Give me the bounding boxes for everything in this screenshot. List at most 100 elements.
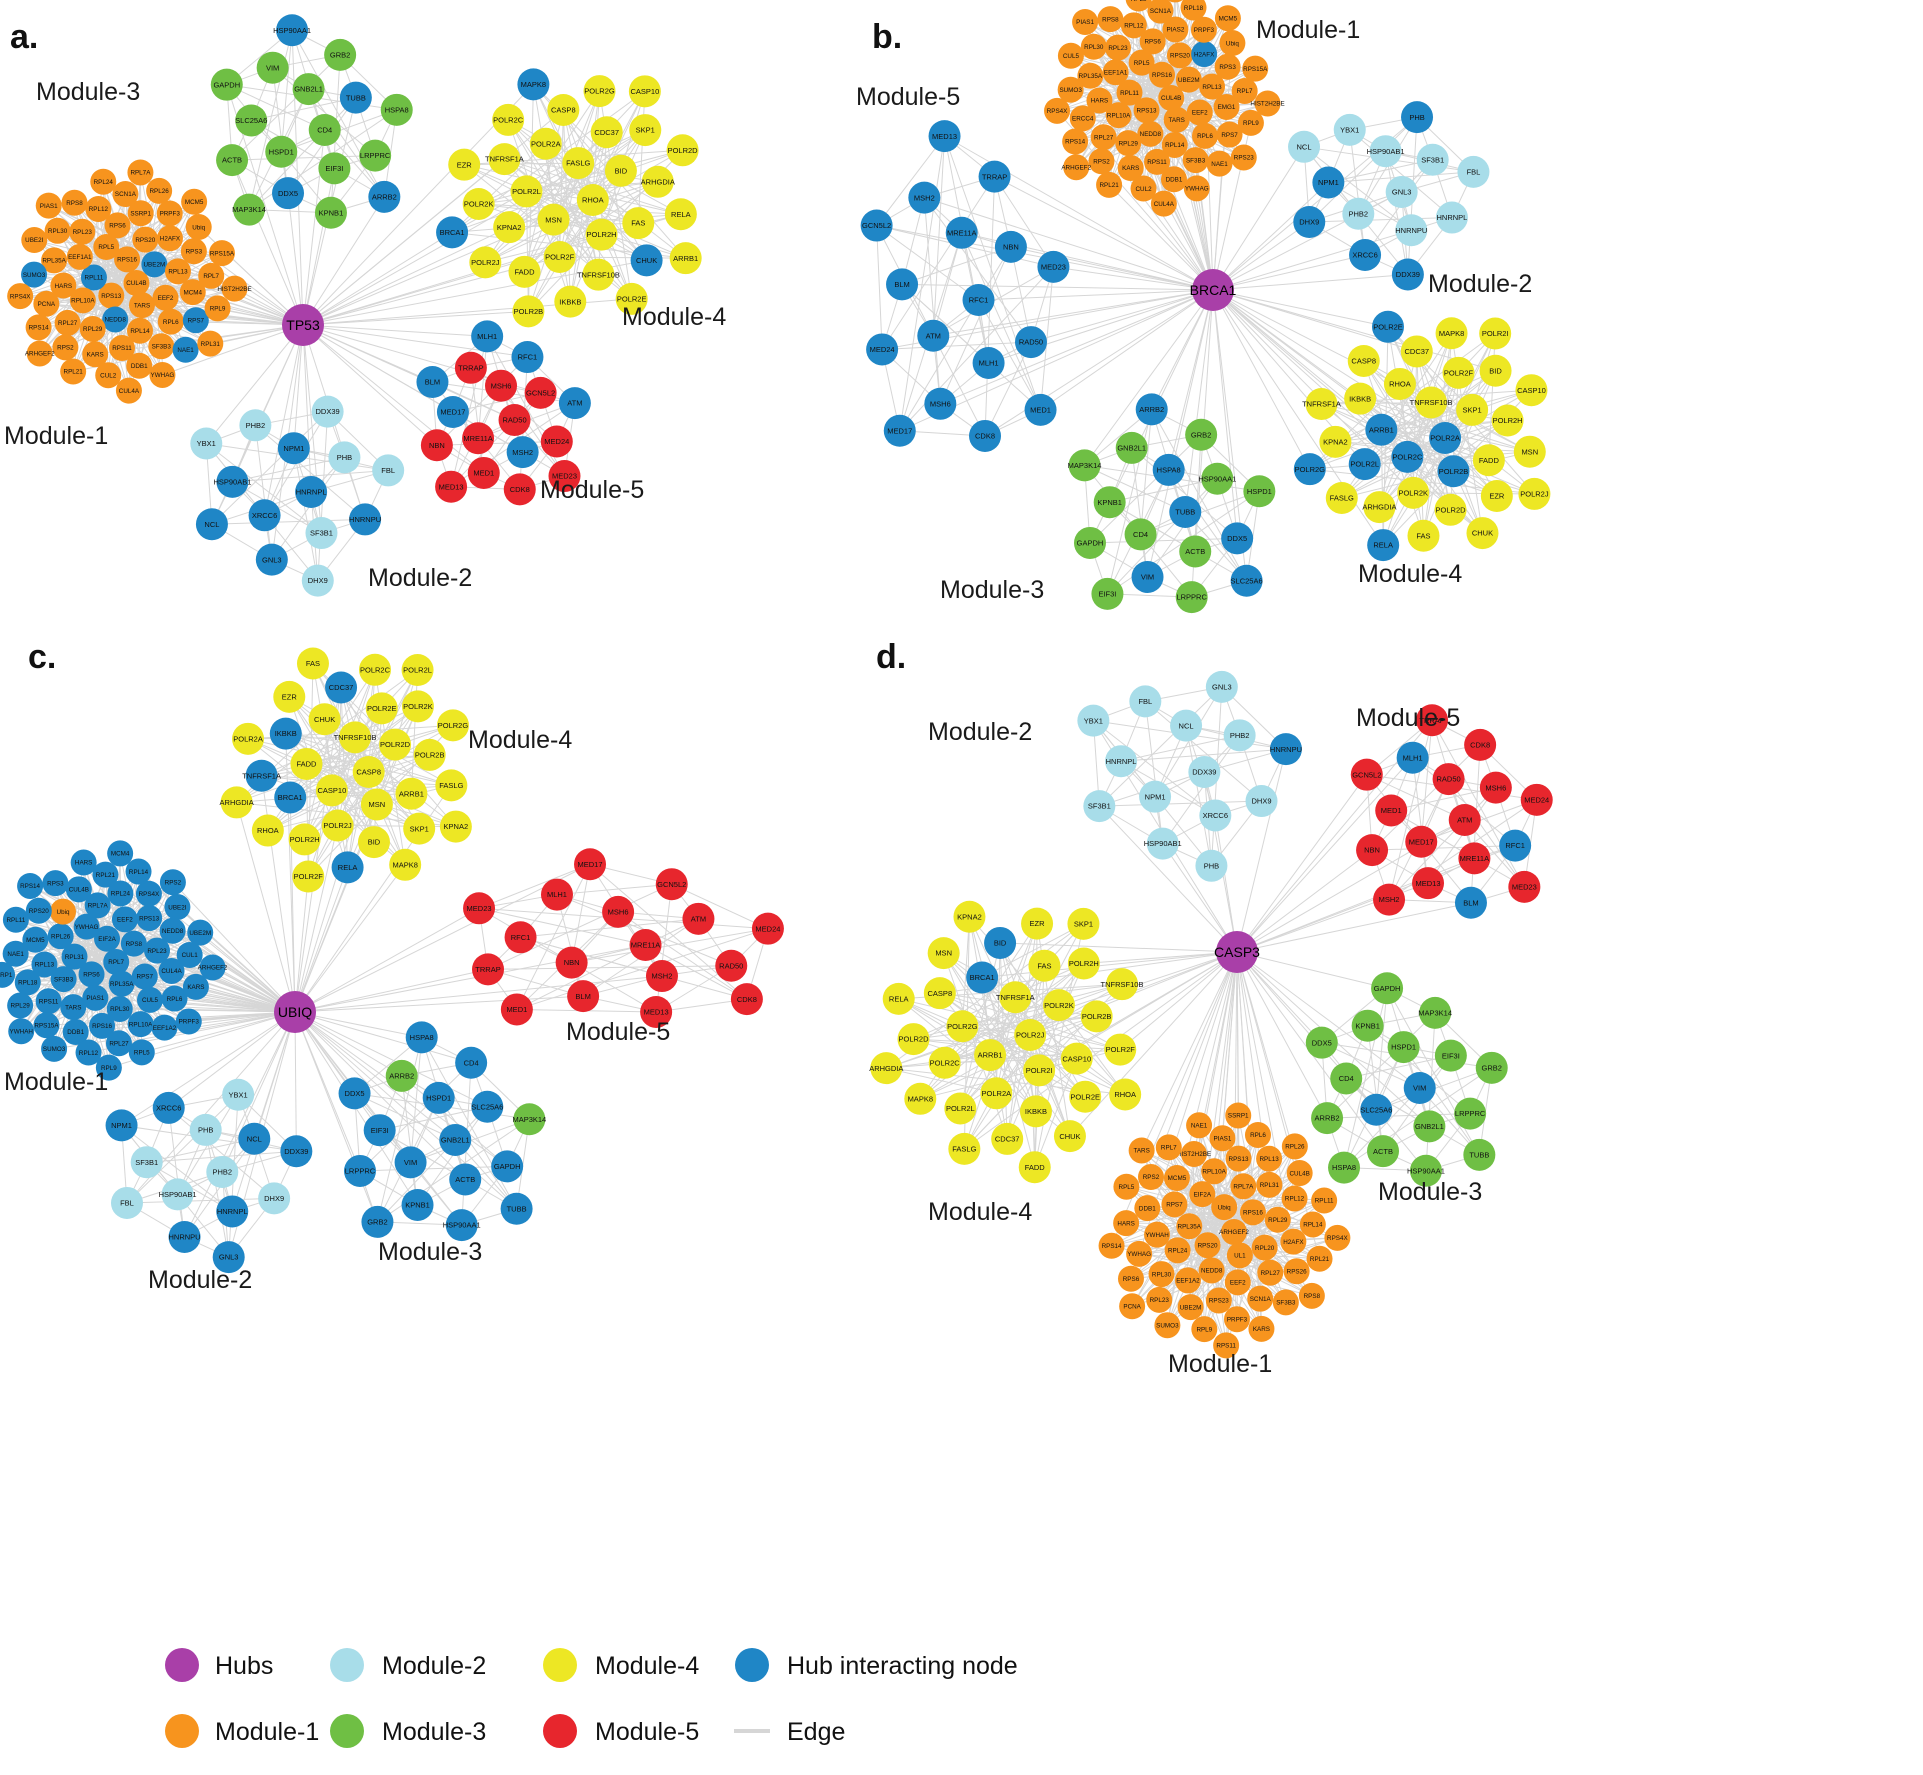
module-label-Module-4: Module-4 (1358, 560, 1462, 588)
node-label-FBL: FBL (381, 466, 395, 475)
node-RPS4X (135, 880, 162, 907)
node-label-FAS: FAS (1416, 531, 1430, 540)
node-label-RAD50: RAD50 (719, 961, 743, 970)
node-PHB2 (206, 1156, 239, 1188)
node-label-RPL23: RPL23 (1108, 45, 1128, 52)
node-MED1 (1024, 393, 1057, 426)
node-POLR2H (288, 823, 321, 856)
edge (221, 1011, 296, 1173)
node-label-TRRAP: TRRAP (1419, 716, 1444, 725)
node-CD4 (308, 114, 341, 146)
node-label-ARRB2: ARRB2 (389, 1072, 414, 1081)
node-label-UBE2M: UBE2M (1180, 1304, 1202, 1311)
node-RPL35A (41, 247, 68, 274)
node-SF3B1 (305, 517, 338, 550)
node-label-BRCA1: BRCA1 (278, 793, 303, 802)
node-DDB1 (62, 1018, 89, 1045)
node-POLR2H (1067, 947, 1100, 980)
node-NBN (420, 429, 453, 462)
node-label-EIF3I: EIF3I (325, 164, 343, 173)
node-RPS15A (208, 240, 235, 267)
edge (126, 1197, 275, 1204)
node-label-NBN: NBN (429, 441, 445, 450)
edge (379, 1129, 517, 1210)
label-layer: Module-1Module-2Module-3Module-4Module-5… (4, 18, 726, 592)
node-HARS (70, 849, 97, 876)
edge (118, 1011, 296, 1044)
node-MED1 (500, 993, 533, 1026)
node-MAP3K14 (1419, 996, 1452, 1029)
node-label-RPL29: RPL29 (83, 326, 103, 333)
node-label-RPS3: RPS3 (186, 248, 203, 255)
node-HSP90AA1 (1201, 462, 1234, 495)
edge (1212, 254, 1366, 291)
node-HSPA8 (1152, 453, 1185, 486)
edge (470, 367, 485, 474)
node-label-RPS3: RPS3 (47, 880, 64, 887)
hub-label-BRCA1: BRCA1 (1190, 282, 1237, 298)
node-RPS20 (132, 226, 159, 253)
node-label-MED23: MED23 (1512, 882, 1537, 891)
edge (337, 825, 456, 828)
node-FBL (372, 454, 405, 487)
node-UL1 (1226, 1242, 1253, 1269)
module-label-Module-1: Module-1 (4, 1068, 108, 1096)
node-label-CHUK: CHUK (314, 715, 335, 724)
node-FADD (1018, 1151, 1051, 1184)
edge (20, 295, 304, 326)
node-label-RPS8: RPS8 (66, 200, 83, 207)
edge (524, 131, 608, 273)
edge (1212, 289, 1238, 539)
node-label-RPS13: RPS13 (1229, 1156, 1249, 1163)
node-ARHGEF2 (26, 340, 53, 367)
node-label-GNB2L1: GNB2L1 (1415, 1122, 1444, 1131)
edge (1214, 815, 1238, 953)
node-label-RPL24: RPL24 (94, 179, 114, 186)
node-label-CUL4B: CUL4B (1290, 1170, 1310, 1177)
node-label-CUL5: CUL5 (1063, 53, 1080, 60)
node-label-SLC25A6: SLC25A6 (1360, 1105, 1392, 1114)
node-label-MSH2: MSH2 (652, 972, 673, 981)
node-label-KPNA2: KPNA2 (957, 912, 982, 921)
node-label-POLR2B: POLR2B (415, 751, 445, 760)
node-label-RPS14: RPS14 (1102, 1243, 1122, 1250)
edge (961, 916, 970, 1027)
node-POLR2E (1069, 1080, 1102, 1113)
node-MCM4 (107, 840, 134, 867)
node-label-EEF1A2: EEF1A2 (1176, 1278, 1200, 1285)
node-label-GRB2: GRB2 (1482, 1063, 1502, 1072)
panel-b: CUL4BRPS13RPS16TARSRPL11UBE2MNEDD8RPL5EE… (856, 0, 1551, 614)
node-LRPPRC (1454, 1097, 1487, 1130)
edge (1212, 146, 1305, 291)
node-label-RPL12: RPL12 (1124, 23, 1144, 30)
node-label-POLR2A: POLR2A (982, 1089, 1012, 1098)
node-label-RPL23: RPL23 (1150, 1297, 1170, 1304)
edge (141, 1011, 296, 1053)
node-label-DDB1: DDB1 (67, 1029, 84, 1036)
edge (205, 443, 322, 534)
node-label-DDB1: DDB1 (1139, 1205, 1156, 1212)
node-label-RPS23: RPS23 (1234, 155, 1254, 162)
edge (121, 1124, 233, 1212)
edge (1040, 266, 1054, 410)
node-GNL3 (255, 543, 288, 576)
node-label-RPS11: RPS11 (1216, 1343, 1236, 1350)
node-NCL (1170, 709, 1203, 742)
node-label-NBN: NBN (1364, 846, 1380, 855)
edge (1000, 942, 1238, 953)
node-ERCC4 (1069, 105, 1096, 132)
node-XRCC6 (1349, 238, 1382, 271)
node-POLR2J (321, 809, 354, 842)
node-PIAS1 (1209, 1125, 1236, 1152)
node-label-CUL4B: CUL4B (126, 280, 146, 287)
node-HSP90AB1 (1369, 135, 1402, 168)
node-CDC37 (325, 671, 358, 704)
node-RPL29 (7, 992, 34, 1019)
node-MSN (537, 203, 570, 236)
node-YWHAG (149, 361, 176, 388)
node-RPL7A (1230, 1173, 1257, 1200)
node-label-RPS4X: RPS4X (1327, 1235, 1348, 1242)
edge (1413, 492, 1535, 495)
node-POLR2F (1442, 356, 1475, 389)
node-label-SUMO3: SUMO3 (43, 1046, 66, 1053)
